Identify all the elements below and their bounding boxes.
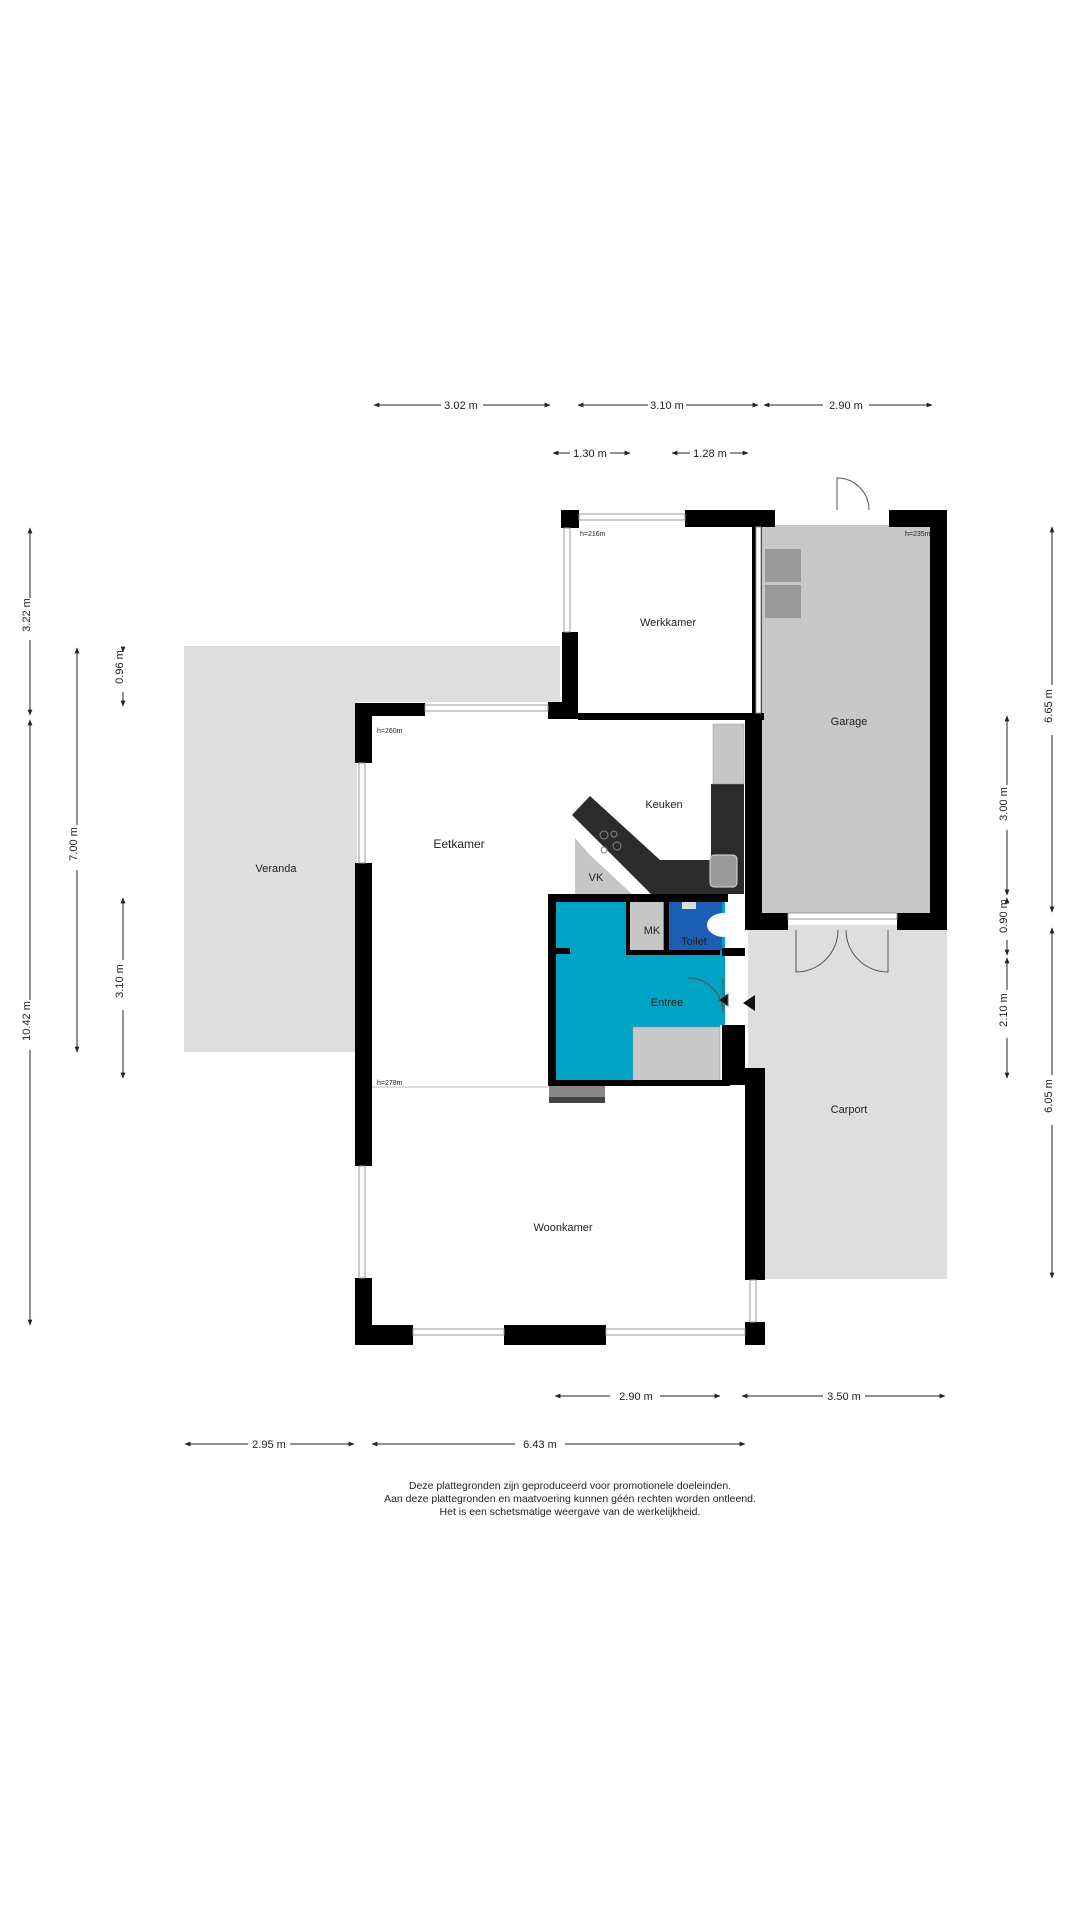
room-woonkamer-label: Woonkamer — [533, 1222, 592, 1234]
dim-bottom-4: 6.43 m — [523, 1439, 557, 1451]
room-keuken-label: Keuken — [645, 799, 682, 811]
dim-left-4: 3.10 m — [114, 964, 126, 998]
dim-bottom-3: 2.95 m — [252, 1439, 286, 1451]
dim-right-2: 3.00 m — [998, 787, 1010, 821]
werkkamer-floor — [570, 522, 756, 715]
garage-shelf-1 — [765, 549, 801, 582]
dim-left-5: 10.42 m — [21, 1001, 33, 1041]
dim-left-3: 7.00 m — [68, 827, 80, 861]
dimension-lines — [27, 402, 1055, 1447]
dim-bottom-2: 3.50 m — [827, 1391, 861, 1403]
dim-left-1: 3.22 m — [21, 598, 33, 632]
room-veranda-label: Veranda — [256, 863, 298, 875]
doors — [687, 477, 898, 1014]
room-carport-label: Carport — [831, 1104, 868, 1116]
kitchen-fridge — [712, 723, 745, 785]
windows — [358, 513, 762, 1336]
radiator-base — [549, 1097, 605, 1103]
dim-top-3: 2.90 m — [829, 400, 863, 412]
disclaimer-line-1: Deze plattegronden zijn geproduceerd voo… — [408, 1480, 732, 1492]
room-eetkamer-label: Eetkamer — [433, 837, 484, 851]
dim-left-2: 0.96 m — [114, 650, 126, 684]
garage-shelf-2 — [765, 585, 801, 618]
sink-toilet — [682, 901, 696, 909]
veranda-area — [184, 646, 357, 1052]
room-mk-label: MK — [644, 925, 661, 937]
dim-right-3: 0.90 m — [998, 899, 1010, 933]
veranda-area-top — [357, 646, 560, 702]
disclaimer-line-3: Het is een schetsmatige weergave van de … — [439, 1506, 701, 1518]
dim-right-5: 6.05 m — [1043, 1079, 1055, 1113]
height-eetkamer: h=260m — [377, 728, 403, 735]
dim-right-4: 2.10 m — [998, 993, 1010, 1027]
dim-top-1: 3.02 m — [444, 400, 478, 412]
dim-top-5: 1.28 m — [693, 448, 727, 460]
dim-right-1: 6.65 m — [1043, 689, 1055, 723]
disclaimer: Deze plattegronden zijn geproduceerd voo… — [290, 1480, 850, 1519]
woonkamer-floor — [368, 1085, 746, 1325]
room-vk-label: VK — [589, 872, 604, 884]
kitchen-sink — [709, 854, 738, 888]
dim-bottom-1: 2.90 m — [619, 1391, 653, 1403]
dim-top-2: 3.10 m — [650, 400, 684, 412]
entrance-arrow-icon — [743, 995, 755, 1011]
toilet-bowl — [707, 913, 741, 937]
room-werkkamer-label: Werkkamer — [640, 617, 696, 629]
vk-pantry — [575, 838, 633, 895]
room-garage-label: Garage — [831, 716, 868, 728]
room-toilet-label: Toilet — [681, 936, 707, 948]
radiator — [549, 1085, 605, 1100]
disclaimer-line-2: Aan deze plattegronden en maatvoering ku… — [384, 1493, 756, 1505]
stove-burner-1 — [599, 830, 609, 840]
dim-top-4: 1.30 m — [573, 448, 607, 460]
height-woonkamer: h=278m — [377, 1080, 403, 1087]
carport-area — [748, 925, 947, 1279]
walls — [355, 510, 947, 1345]
kitchen-counter-diagonal — [572, 796, 711, 894]
stove-burner-3 — [600, 846, 608, 854]
stove-burner-4 — [610, 830, 618, 838]
room-entree-label: Entree — [651, 997, 683, 1009]
height-werkkamer: h=216m — [580, 531, 606, 538]
stove-burner-2 — [612, 841, 622, 851]
staircase — [632, 1026, 721, 1082]
height-garage: h=235m — [905, 531, 931, 538]
